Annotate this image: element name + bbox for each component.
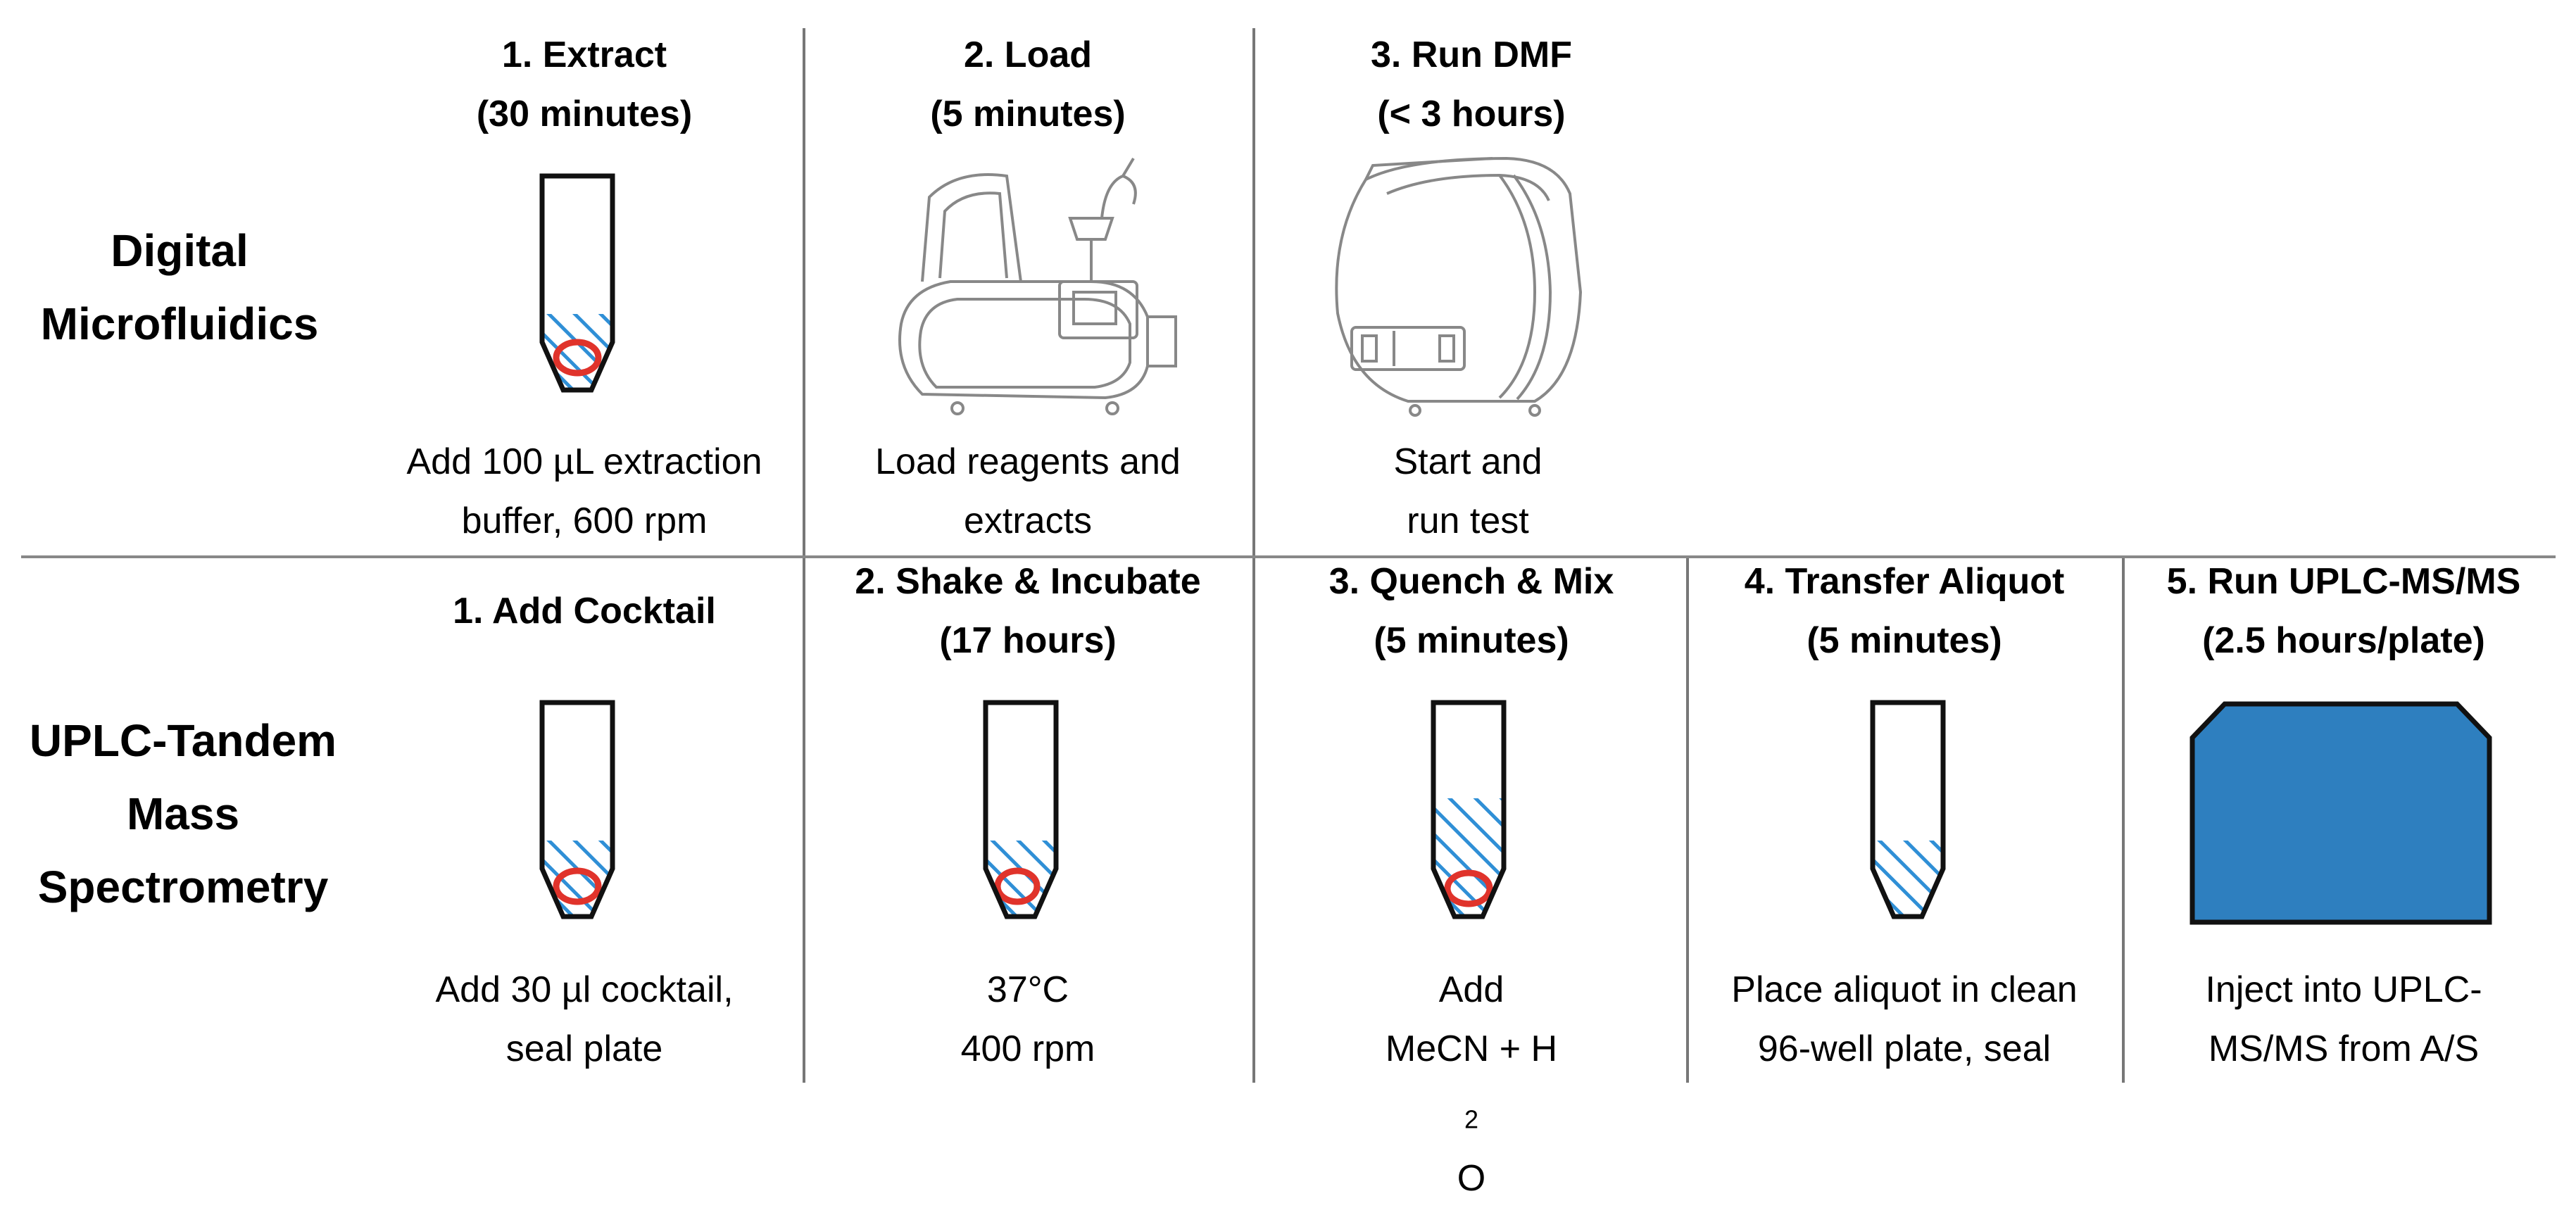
tube-with-sample-icon <box>983 700 1059 919</box>
uplc-step-4-description: Place aliquot in clean 96-well plate, se… <box>1731 969 2078 1069</box>
column-divider <box>1686 558 1689 1083</box>
workflow-diagram: Digital Microfluidics UPLC-Tandem Mass S… <box>21 28 2556 1199</box>
uplc-step-3-title: 3. Quench & Mix (5 minutes) <box>1328 561 1614 661</box>
tube-with-sample-icon <box>539 700 615 919</box>
dmf-instrument-closed-icon <box>1335 156 1583 417</box>
tube-filled-icon <box>1431 700 1507 919</box>
tube-with-sample-icon <box>539 173 615 393</box>
uplc-step-5-description: Inject into UPLC- MS/MS from A/S <box>2205 969 2482 1069</box>
uplc-instrument-icon <box>2189 701 2492 925</box>
uplc-step-2-description: 37°C 400 rpm <box>960 969 1095 1069</box>
uplc-step-5-title: 5. Run UPLC-MS/MS (2.5 hours/plate) <box>2166 561 2521 661</box>
column-divider <box>803 28 805 556</box>
dmf-step-1-description: Add 100 µL extraction buffer, 600 rpm <box>406 441 762 541</box>
dmf-step-2-description: Load reagents and extracts <box>875 441 1181 541</box>
column-divider <box>803 558 805 1083</box>
column-divider <box>1252 28 1255 556</box>
dmf-step-1-title: 1. Extract (30 minutes) <box>476 34 693 134</box>
column-divider <box>1252 558 1255 1083</box>
dmf-step-2-title: 2. Load (5 minutes) <box>930 34 1126 134</box>
row-label-digital-microfluidics: Digital Microfluidics <box>40 225 319 349</box>
dmf-step-3-title: 3. Run DMF (< 3 hours) <box>1371 34 1572 134</box>
tube-aliquot-icon <box>1870 700 1946 919</box>
uplc-step-1-description: Add 30 µl cocktail, seal plate <box>435 969 734 1069</box>
uplc-step-2-title: 2. Shake & Incubate (17 hours) <box>855 561 1201 661</box>
row-label-uplc-tandem-ms: UPLC-Tandem Mass Spectrometry <box>29 715 337 912</box>
uplc-step-1-title: 1. Add Cocktail <box>453 591 716 631</box>
dmf-step-3-description: Start and run test <box>1393 441 1543 541</box>
uplc-step-4-title: 4. Transfer Aliquot (5 minutes) <box>1744 561 2065 661</box>
dmf-instrument-open-icon <box>898 157 1177 415</box>
row-divider <box>21 555 2556 558</box>
column-divider <box>2122 558 2125 1083</box>
